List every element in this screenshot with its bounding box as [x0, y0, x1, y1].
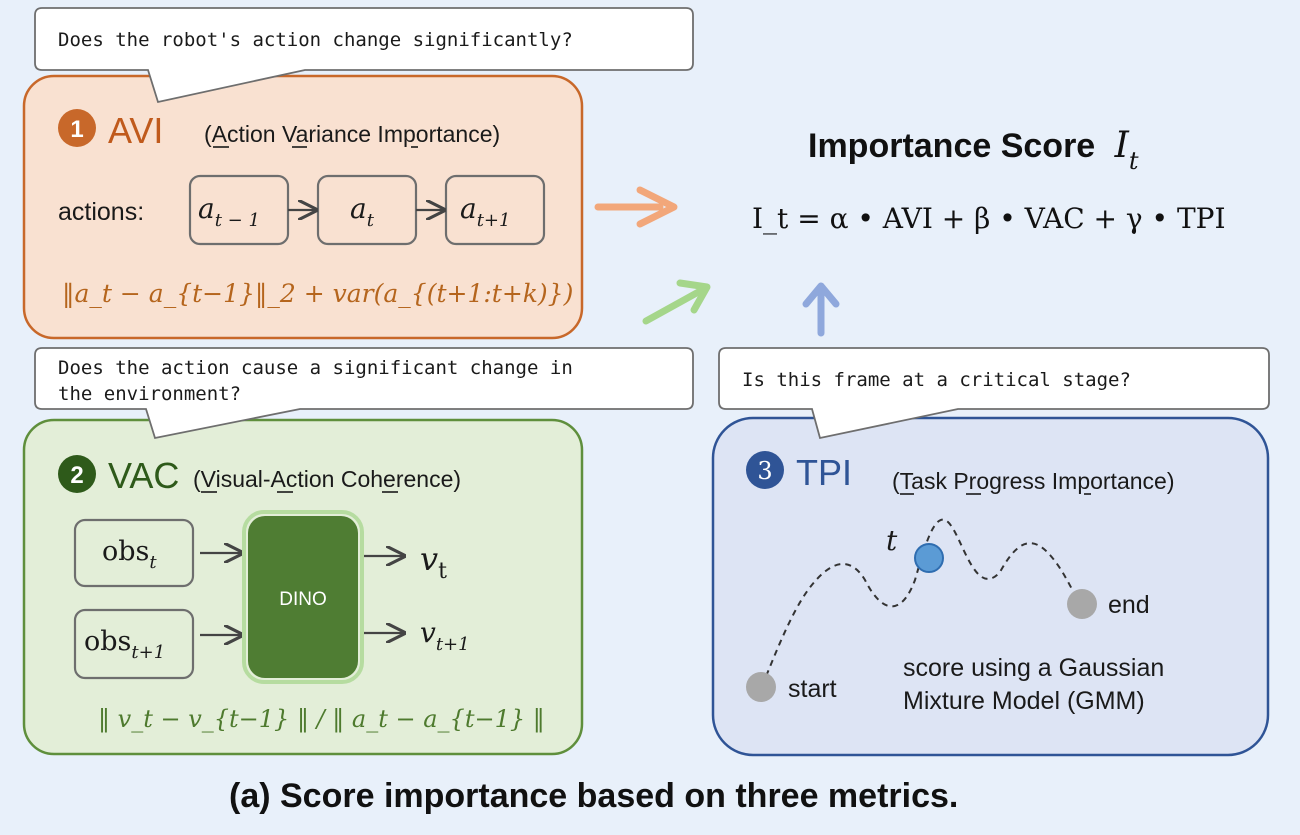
vac-question-line2: the environment?	[58, 383, 241, 405]
arrow-tpi-to-score	[802, 282, 840, 337]
gmm-description-line2: Mixture Model (GMM)	[903, 687, 1145, 715]
end-node	[1067, 589, 1097, 619]
output-v-t: vt	[420, 540, 447, 584]
action-node-next-label: at+1	[460, 192, 510, 231]
obs-node-t-label: obst	[102, 536, 157, 573]
tpi-question-bubble: Is this frame at a critical stage?	[718, 347, 1270, 440]
vac-subtitle: (Visual-Action Coherence)	[193, 466, 461, 492]
avi-badge-number: 1	[70, 116, 83, 143]
tpi-subtitle: (Task Progress Importance)	[892, 468, 1174, 494]
vac-badge-circle	[58, 455, 96, 493]
vac-badge-number: 2	[70, 462, 83, 489]
gmm-description-line1: score using a Gaussian	[903, 654, 1164, 682]
action-node-current-label: at	[350, 192, 375, 231]
tpi-box	[711, 416, 1270, 757]
start-node	[746, 672, 776, 702]
importance-score-heading: Importance Score It	[808, 125, 1139, 175]
figure-caption: (a) Score importance based on three metr…	[229, 777, 958, 815]
tpi-question: Is this frame at a critical stage?	[742, 369, 1131, 391]
arrow-avi-to-score	[594, 186, 678, 228]
avi-formula: ‖a_t − a_{t−1}‖_2 + var(a_{(t+1:t+k)})	[62, 279, 573, 309]
tpi-panel: Is this frame at a critical stage? 3 TPI…	[711, 347, 1270, 757]
dino-glow	[242, 510, 364, 684]
action-node-current: at	[316, 174, 418, 246]
end-label: end	[1108, 591, 1150, 619]
vac-bubble-shape	[34, 347, 694, 440]
dino-model: DINO	[242, 510, 364, 684]
avi-title: AVI	[108, 110, 163, 151]
start-label: start	[788, 675, 837, 703]
critical-frame-node	[914, 543, 944, 573]
task-progress-curve	[761, 518, 1081, 687]
vac-title: VAC	[108, 455, 179, 496]
action-node-next-box	[444, 174, 546, 246]
avi-question: Does the robot's action change significa…	[58, 29, 573, 51]
importance-equation: I_t = α • AVI + β • VAC + γ • TPI	[752, 202, 1226, 235]
avi-panel: Does the robot's action change significa…	[22, 7, 694, 340]
dino-box	[248, 516, 358, 678]
obs-node-t1-box	[73, 608, 195, 680]
obs-node-t: obst	[73, 518, 195, 588]
importance-score-title: Importance Score	[808, 127, 1095, 165]
avi-subtitle: (Action Variance Importance)	[204, 121, 500, 147]
action-node-prev: at − 1	[188, 174, 290, 246]
avi-bubble-shape	[34, 7, 694, 104]
actions-label: actions:	[58, 198, 144, 226]
vac-formula: ‖ v_t − v_{t−1} ‖ / ‖ a_t − a_{t−1} ‖	[98, 705, 545, 734]
vac-panel: Does the action cause a significant chan…	[22, 347, 694, 756]
arrow-vac-to-score	[642, 279, 711, 325]
action-node-next: at+1	[444, 174, 546, 246]
obs-node-t1: obst+1	[73, 608, 195, 680]
tpi-badge-circle	[746, 451, 784, 489]
avi-badge-circle	[58, 109, 96, 147]
importance-score: Importance Score It I_t = α • AVI + β • …	[752, 125, 1226, 235]
avi-question-bubble: Does the robot's action change significa…	[34, 7, 694, 104]
output-v-t1: vt+1	[420, 616, 470, 655]
importance-score-symbol: I	[1114, 125, 1130, 166]
action-node-prev-label: at − 1	[198, 192, 260, 231]
tpi-bubble-shape	[718, 347, 1270, 440]
obs-node-t-box	[73, 518, 195, 588]
vac-question-line1: Does the action cause a significant chan…	[58, 357, 573, 379]
critical-frame-label: t	[886, 524, 898, 557]
tpi-badge-number: 3	[757, 457, 772, 485]
obs-node-t1-label: obst+1	[84, 626, 165, 663]
vac-question-bubble: Does the action cause a significant chan…	[34, 347, 694, 440]
importance-score-symbol-sub: t	[1129, 147, 1139, 175]
dino-label: DINO	[279, 589, 327, 610]
tpi-title: TPI	[796, 452, 852, 493]
